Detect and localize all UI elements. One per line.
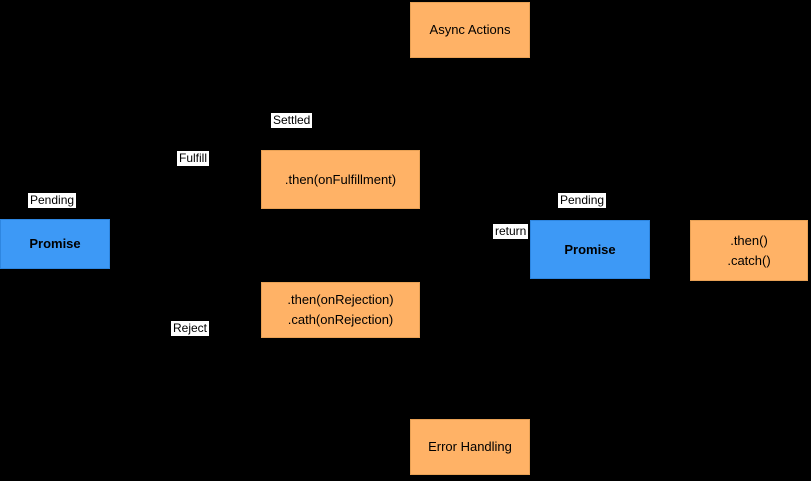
edge-label-return: return bbox=[493, 224, 529, 239]
node-error-handling-label: Error Handling bbox=[428, 439, 512, 454]
node-then-onfulfillment-label: .then(onFulfillment) bbox=[284, 171, 397, 187]
node-then-catch-line1: .then() bbox=[730, 232, 768, 248]
edge-label-pending-right: Pending bbox=[558, 193, 607, 208]
edge-label-pending-left: Pending bbox=[28, 193, 77, 208]
edge-label-fulfill: Fulfill bbox=[177, 151, 210, 166]
node-async-actions-label: Async Actions bbox=[429, 22, 511, 37]
node-then-onfulfillment: .then(onFulfillment) bbox=[261, 150, 420, 209]
node-then-catch-line2: .catch() bbox=[727, 252, 771, 268]
edge-label-settled: Settled bbox=[271, 113, 313, 128]
edge-label-reject: Reject bbox=[171, 321, 210, 336]
node-promise-right: Promise bbox=[530, 220, 650, 279]
node-error-handling: Error Handling bbox=[410, 419, 530, 475]
node-then-onrejection-line2: .cath(onRejection) bbox=[287, 312, 394, 327]
node-then-onrejection-line1: .then(onRejection) bbox=[287, 292, 394, 307]
node-then-onrejection: .then(onRejection) .cath(onRejection) bbox=[261, 282, 420, 338]
node-promise-left: Promise bbox=[0, 219, 110, 269]
node-promise-right-label: Promise bbox=[564, 241, 616, 257]
node-then-catch: .then() .catch() bbox=[690, 220, 808, 281]
node-promise-left-label: Promise bbox=[29, 236, 81, 251]
node-async-actions: Async Actions bbox=[410, 2, 530, 58]
